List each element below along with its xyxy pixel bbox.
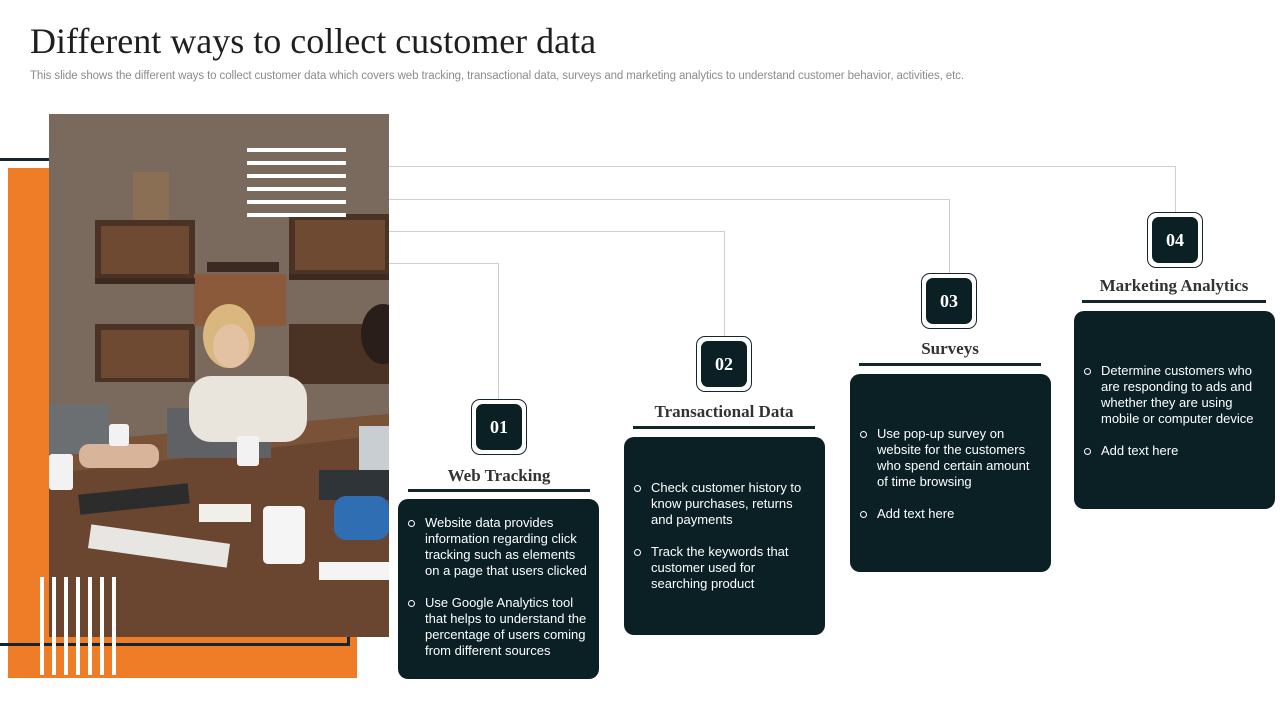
connector-line-01	[389, 263, 499, 399]
step-card-surveys: Use pop-up survey on website for the cus…	[850, 374, 1051, 572]
bullet-item: Add text here	[1084, 443, 1265, 459]
step-title-marketing-analytics: Marketing Analytics	[1099, 276, 1249, 295]
step-number-badge-01: 01	[471, 399, 527, 455]
decorative-horizontal-lines	[247, 148, 346, 226]
step-number-01: 01	[476, 404, 522, 450]
step-card-web-tracking: Website data provides information regard…	[398, 499, 599, 679]
step-title-surveys: Surveys	[921, 339, 979, 358]
step-underline-02	[633, 426, 815, 429]
connector-line-04	[389, 166, 1176, 212]
bullet-item: Use pop-up survey on website for the cus…	[860, 426, 1041, 490]
bullet-item: Use Google Analytics tool that helps to …	[408, 595, 589, 659]
bullet-item: Website data provides information regard…	[408, 515, 589, 579]
step-number-04: 04	[1152, 217, 1198, 263]
step-card-transactional-data: Check customer history to know purchases…	[624, 437, 825, 635]
step-number-badge-02: 02	[696, 336, 752, 392]
step-title-transactional-data: Transactional Data	[654, 402, 794, 421]
connector-line-02	[389, 231, 725, 336]
step-number-02: 02	[701, 341, 747, 387]
step-card-marketing-analytics: Determine customers who are responding t…	[1074, 311, 1275, 509]
bullet-item: Determine customers who are responding t…	[1084, 363, 1265, 427]
slide-subtitle: This slide shows the different ways to c…	[30, 70, 964, 82]
step-title-web-tracking: Web Tracking	[447, 466, 551, 485]
step-underline-03	[859, 363, 1041, 366]
step-number-03: 03	[926, 278, 972, 324]
bullet-item: Track the keywords that customer used fo…	[634, 544, 815, 592]
step-number-badge-04: 04	[1147, 212, 1203, 268]
meeting-photo	[49, 114, 389, 637]
bullet-item: Add text here	[860, 506, 1041, 522]
decorative-vertical-bars	[40, 577, 124, 675]
step-underline-01	[408, 489, 590, 492]
bullet-item: Check customer history to know purchases…	[634, 480, 815, 528]
connector-line-03	[389, 199, 950, 273]
slide-title: Different ways to collect customer data	[30, 21, 597, 61]
step-underline-04	[1082, 300, 1266, 303]
step-number-badge-03: 03	[921, 273, 977, 329]
